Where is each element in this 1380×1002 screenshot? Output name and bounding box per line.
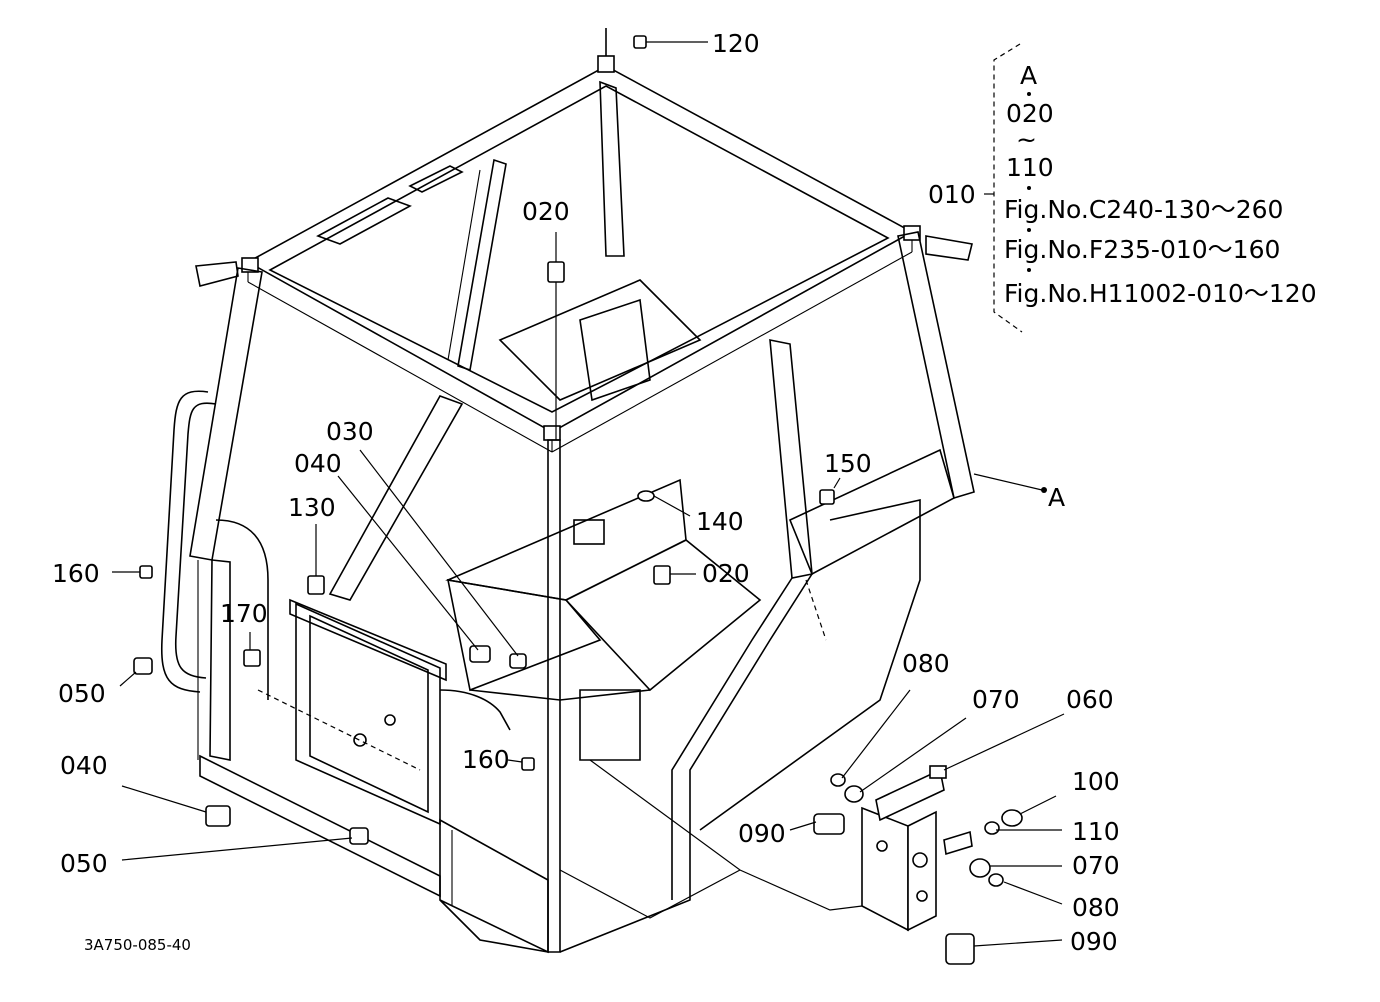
- cushion-030: [509, 653, 527, 669]
- callout-080-upper: 080: [902, 649, 950, 678]
- bullet-dot: [1027, 268, 1031, 272]
- callout-100: 100: [1072, 767, 1120, 796]
- callout-050-lower: 050: [60, 849, 108, 878]
- callout-070-upper: 070: [972, 685, 1020, 714]
- callout-160-center: 160: [462, 745, 510, 774]
- rear-panel: [257, 598, 511, 826]
- callout-110: 110: [1072, 817, 1120, 846]
- bushing-130: [307, 575, 325, 595]
- bullet-dot: [1027, 228, 1031, 232]
- assembly-line-tilde: ~: [1016, 125, 1037, 154]
- cushion-070-lower: [969, 858, 991, 878]
- callout-040-upper: 040: [294, 449, 342, 478]
- callout-070-lower: 070: [1072, 851, 1120, 880]
- bolt-120: [633, 35, 647, 49]
- floor-deck: [445, 279, 762, 761]
- washer-080-lower: [988, 873, 1004, 887]
- washer-080-upper: [830, 773, 846, 787]
- bolt-160-center: [521, 757, 535, 771]
- callout-020-upper: 020: [522, 197, 570, 226]
- left-side-frame: [160, 267, 441, 898]
- callout-090-left: 090: [738, 819, 786, 848]
- assembly-bracket: 010 A 020 ~ 110 Fig.No.C240-130～260 Fig.…: [928, 43, 1317, 333]
- callout-130: 130: [288, 493, 336, 522]
- assembly-line-fig-c240: Fig.No.C240-130～260: [1004, 195, 1283, 224]
- plug-150: [819, 489, 835, 505]
- callout-labels: 120 020 030 040 130 140 150 020 160 170 …: [52, 29, 1120, 956]
- washer-110: [984, 821, 1000, 835]
- assembly-line-fig-f235: Fig.No.F235-010～160: [1004, 235, 1280, 264]
- callout-090-lower: 090: [1070, 927, 1118, 956]
- callout-040-lower: 040: [60, 751, 108, 780]
- reference-point-a: [1041, 487, 1047, 493]
- bullet-dot: [1027, 186, 1031, 190]
- callout-030: 030: [326, 417, 374, 446]
- assembly-line-020: 020: [1006, 99, 1054, 128]
- bushing-020-lower: [653, 565, 671, 585]
- mounting-bracket-assembly: [861, 765, 973, 932]
- leader-lines: [112, 41, 1065, 947]
- assembly-parent-label: 010: [928, 180, 976, 209]
- cushion-050-left: [133, 657, 153, 675]
- callout-170: 170: [220, 599, 268, 628]
- callout-020-lower: 020: [702, 559, 750, 588]
- bullet-dot: [1027, 92, 1031, 96]
- callout-080-lower: 080: [1072, 893, 1120, 922]
- assembly-line-a: A: [1020, 61, 1037, 90]
- drawing-code: 3A750-085-40: [84, 936, 191, 954]
- cushion-040-upper: [469, 645, 491, 663]
- bolt-160-left: [139, 565, 153, 579]
- lower-door-frame: [439, 818, 549, 954]
- callout-050-left: 050: [58, 679, 106, 708]
- right-side-frame: [559, 80, 975, 953]
- assembly-line-fig-h11002: Fig.No.H11002-010～120: [1004, 279, 1317, 308]
- nut-100: [1001, 809, 1023, 827]
- grommet-140: [637, 490, 655, 502]
- callout-150: 150: [824, 449, 872, 478]
- bushing-020-upper: [547, 261, 565, 283]
- assembly-line-110: 110: [1006, 153, 1054, 182]
- bolt-090-lower: [945, 933, 975, 965]
- callout-160-left: 160: [52, 559, 100, 588]
- bolt-090-left: [813, 813, 845, 835]
- callout-120: 120: [712, 29, 760, 58]
- callout-060: 060: [1066, 685, 1114, 714]
- roof-frame: [195, 28, 973, 453]
- cushion-050-lower: [349, 827, 369, 845]
- callout-a: A: [1048, 483, 1065, 512]
- cabin-frame-drawing: [112, 28, 1065, 965]
- cushion-070-upper: [844, 785, 864, 803]
- cap-170: [243, 649, 261, 667]
- callout-140: 140: [696, 507, 744, 536]
- cushion-040-lower: [205, 805, 231, 827]
